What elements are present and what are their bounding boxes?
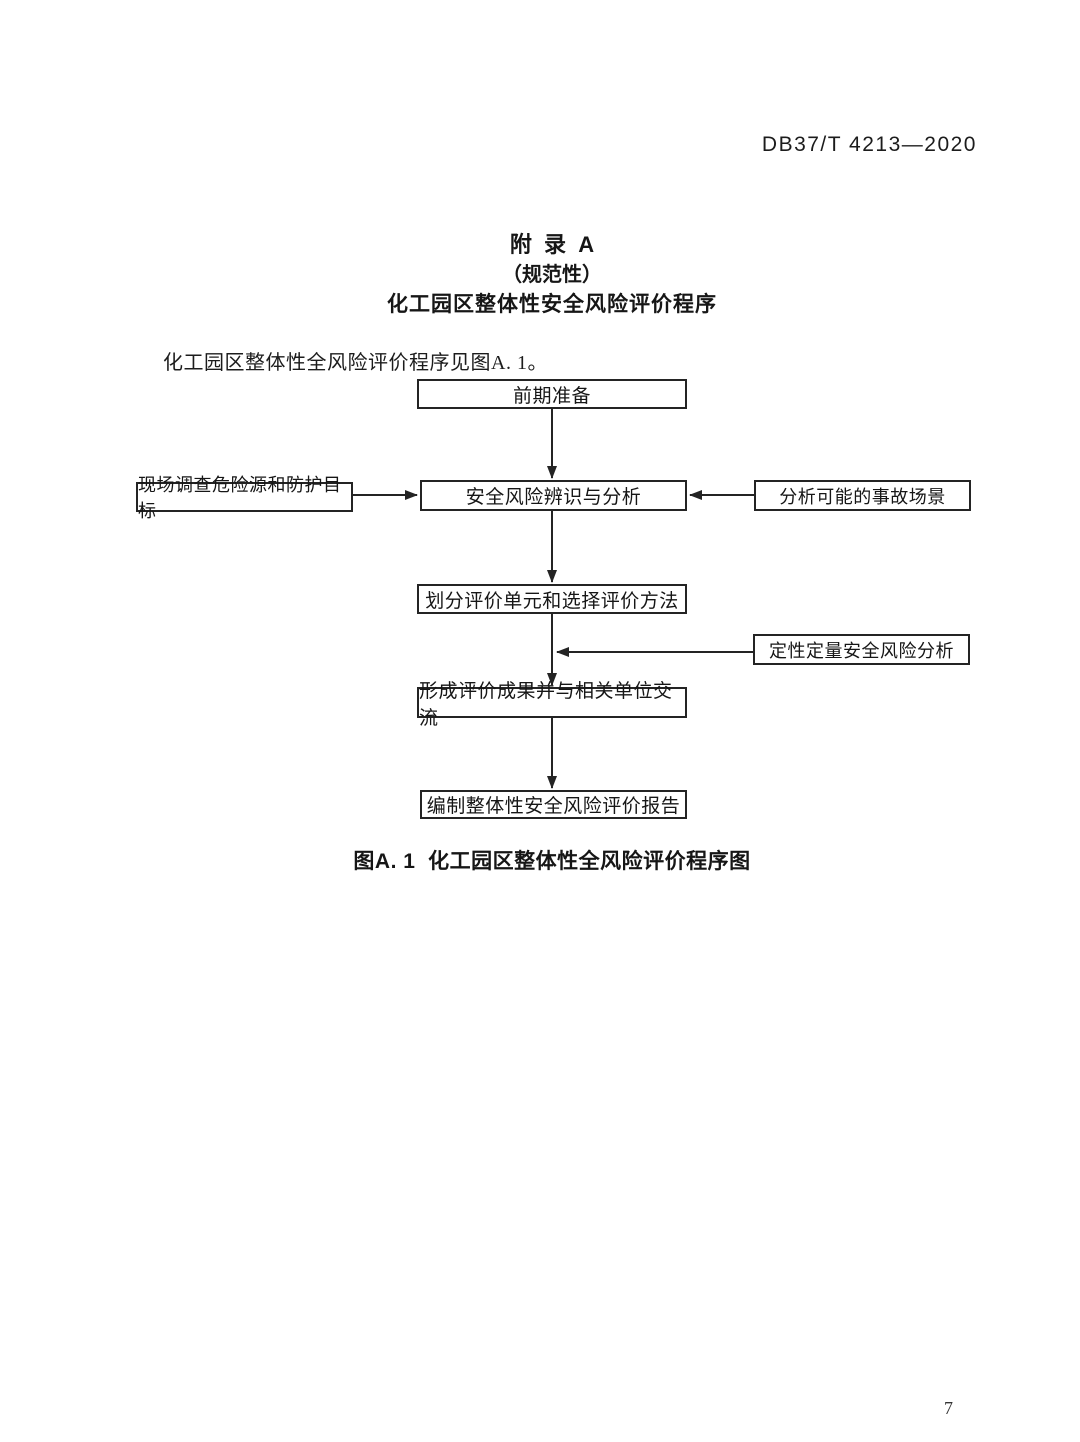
- appendix-subtitle: 化工园区整体性安全风险评价程序: [387, 293, 717, 316]
- flowchart-node-form-results: 形成评价成果并与相关单位交流: [417, 681, 687, 729]
- flowchart-node-compile-report: 编制整体性安全风险评价报告: [420, 790, 687, 819]
- intro-paragraph: 化工园区整体性全风险评价程序见图A. 1。: [163, 352, 548, 374]
- standard-number: DB37/T 4213—2020: [761, 133, 977, 156]
- page-number: 7: [944, 1398, 953, 1418]
- flowchart-node-qualitative-quantitative-analysis: 定性定量安全风险分析: [753, 634, 970, 665]
- flowchart-node-accident-scenarios: 分析可能的事故场景: [754, 480, 971, 511]
- figure-caption: 图A. 1 化工园区整体性全风险评价程序图: [353, 850, 751, 873]
- flowchart-node-divide-units: 划分评价单元和选择评价方法: [417, 584, 687, 614]
- flowchart-node-prepare: 前期准备: [417, 379, 687, 409]
- appendix-heading: 附 录 A: [509, 232, 595, 257]
- appendix-title-block: 附 录 A （规范性） 化工园区整体性安全风险评价程序: [24, 230, 1080, 320]
- appendix-normative-label: （规范性）: [502, 264, 602, 286]
- flowchart-node-risk-identification: 安全风险辨识与分析: [420, 480, 687, 511]
- flowchart-node-site-survey: 现场调查危险源和防护目标: [136, 475, 353, 521]
